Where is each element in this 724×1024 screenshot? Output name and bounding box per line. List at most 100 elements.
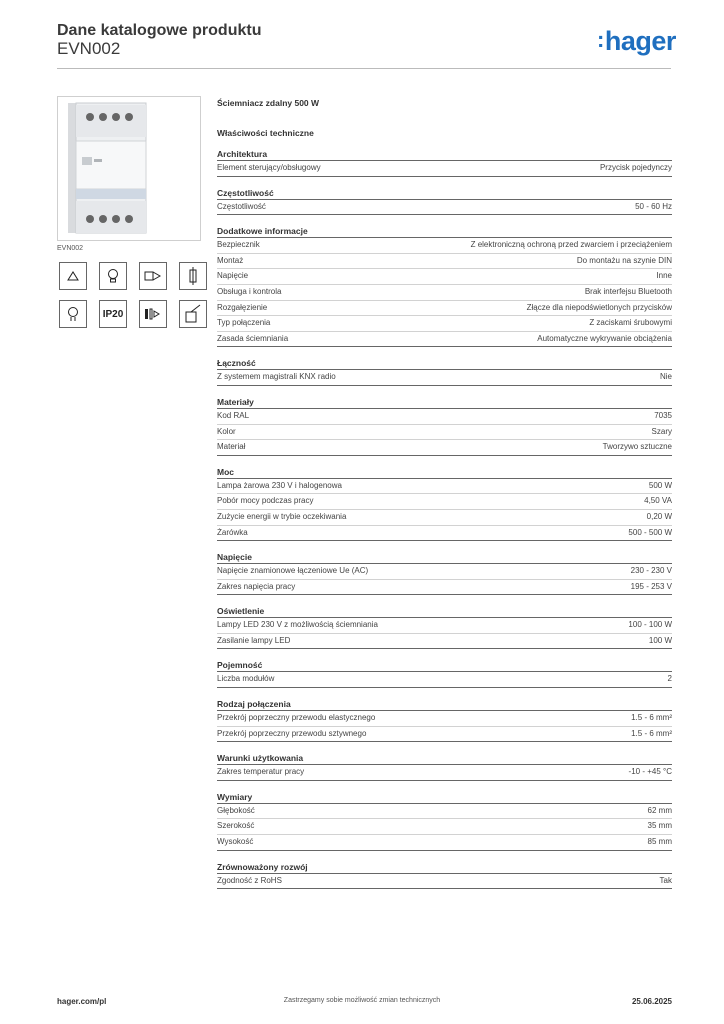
spec-value: 0,20 W	[646, 511, 672, 521]
spec-row: Bezpiecznik Z elektroniczną ochroną przed…	[217, 238, 672, 254]
spec-label: Bezpiecznik	[217, 240, 260, 250]
spec-row: Zużycie energii w trybie oczekiwania 0,20…	[217, 510, 672, 526]
spec-label: Montaż	[217, 255, 244, 265]
push-button-icon	[139, 262, 167, 290]
spec-label: Kolor	[217, 426, 236, 436]
spec-label: Żarówka	[217, 527, 248, 537]
footer-notice: Zastrzegamy sobie możliwość zmian techni…	[283, 997, 441, 1004]
spec-value: 195 - 253 V	[630, 581, 672, 591]
spec-row: Liczba modułów 2	[217, 672, 672, 689]
spec-row: Lampy LED 230 V z możliwością ściemniani…	[217, 618, 672, 634]
spec-value: 1.5 - 6 mm²	[631, 728, 672, 738]
spec-label: Pobór mocy podczas pracy	[217, 496, 314, 506]
section-title: Łączność	[217, 347, 672, 371]
section-title: Warunki użytkowania	[217, 742, 672, 766]
spec-value: 50 - 60 Hz	[635, 201, 672, 211]
spec-value: Z zaciskami śrubowymi	[589, 318, 672, 328]
section-title: Moc	[217, 456, 672, 479]
spec-row: Typ połączenia Z zaciskami śrubowymi	[217, 316, 672, 332]
spec-value: 62 mm	[647, 805, 672, 815]
product-image	[57, 96, 201, 241]
image-caption: EVN002	[57, 245, 84, 252]
product-name: Ściemniacz zdalny 500 W	[217, 98, 320, 108]
section-title: Oświetlenie	[217, 595, 672, 619]
led-bulb-icon	[59, 300, 87, 328]
spec-value: Tak	[659, 875, 672, 885]
spec-label: Zużycie energii w trybie oczekiwania	[217, 511, 347, 521]
spec-row: Zasilanie lampy LED 100 W	[217, 634, 672, 650]
spec-label: Zasilanie lampy LED	[217, 635, 291, 645]
header-divider	[57, 68, 671, 69]
spec-value: 35 mm	[647, 821, 672, 831]
spec-value: Nie	[659, 372, 672, 382]
spec-label: Lampy LED 230 V z możliwością ściemniani…	[217, 620, 378, 630]
spec-value: Z elektroniczną ochroną przed zwarciem i…	[470, 240, 672, 250]
spec-row: Szerokość 35 mm	[217, 819, 672, 836]
spec-label: Zasada ściemniania	[217, 333, 289, 343]
spec-label: Częstotliwość	[217, 201, 266, 211]
spec-row: Zakres temperatur pracy-10 - +45 °C	[217, 765, 672, 781]
spec-value: Brak interfejsu Bluetooth	[584, 286, 672, 296]
spec-label: Kod RAL	[217, 410, 250, 420]
section-title: Dodatkowe informacje	[217, 215, 672, 239]
spec-value: Szary	[651, 426, 672, 436]
dimmer-symbol-icon	[59, 262, 87, 290]
spec-label: Przekrój poprzeczny przewodu elastyczneg…	[217, 713, 376, 723]
spec-value: 85 mm	[647, 837, 672, 847]
product-code: EVN002	[57, 39, 121, 58]
section-title: Materiały	[217, 386, 672, 409]
spec-label: Element sterujący/obsługowy	[217, 163, 321, 172]
spec-label: Zakres napięcia pracy	[217, 581, 296, 591]
spec-row: Żarówka 500 - 500 W	[217, 526, 672, 542]
spec-label: Liczba modułów	[217, 674, 275, 684]
section-title: Wymiary	[217, 781, 672, 804]
lamp-bulb-icon	[99, 262, 127, 290]
spec-label: Zakres temperatur pracy	[217, 767, 305, 777]
page-title: Dane katalogowe produktu	[57, 22, 262, 39]
spec-value: 100 - 100 W	[628, 620, 672, 630]
spec-label: Szerokość	[217, 821, 255, 831]
din-rail-mount-icon	[179, 300, 207, 328]
spec-value: Tworzywo sztuczne	[602, 442, 672, 452]
spec-value: 4,50 VA	[644, 496, 672, 506]
spec-label: Typ połączenia	[217, 318, 271, 328]
section-title: Częstotliwość	[217, 177, 672, 200]
spec-label: Napięcie	[217, 271, 249, 281]
spec-value: Automatyczne wykrywanie obciążenia	[537, 333, 672, 343]
specifications: Ściemniacz zdalny 500 W Właściwości tech…	[217, 98, 672, 890]
spec-value: 100 W	[648, 635, 672, 645]
ip20-icon: IP20	[99, 300, 127, 328]
spec-value: 500 W	[648, 480, 672, 490]
section-title: Architektura	[217, 138, 672, 161]
spec-value: Złącze dla niepodświetlonych przycisków	[526, 302, 672, 312]
logo-text: hager	[604, 26, 677, 56]
spec-label: Z systemem magistrali KNX radio	[217, 372, 336, 382]
section-title: Napięcie	[217, 541, 672, 565]
spec-row: Pobór mocy podczas pracy 4,50 VA	[217, 494, 672, 510]
spec-label: Wysokość	[217, 837, 254, 847]
spec-value: 500 - 500 W	[628, 527, 672, 537]
spec-value: 2	[667, 674, 672, 684]
spec-row: Zakres napięcia pracy 195 - 253 V	[217, 580, 672, 596]
spec-value: 230 - 230 V	[630, 566, 672, 576]
section-title: Rodzaj połączenia	[217, 688, 672, 712]
spec-row: Z systemem magistrali KNX radio Nie	[217, 370, 672, 386]
